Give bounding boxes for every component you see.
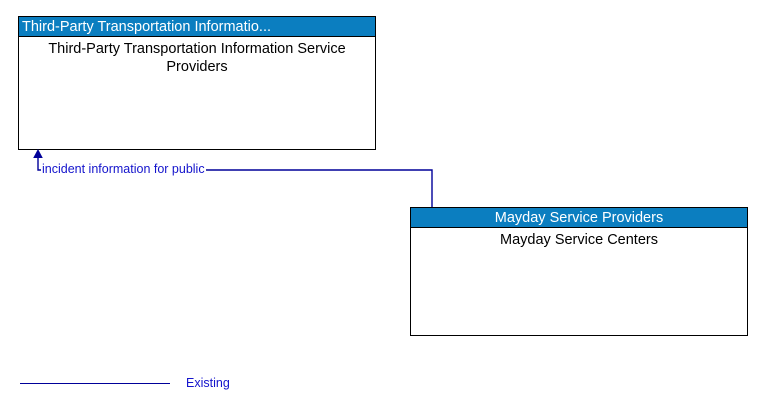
flow-arrowhead-icon	[33, 149, 43, 158]
entity-body-third-party: Third-Party Transportation Information S…	[48, 41, 346, 75]
entity-header-mayday: Mayday Service Providers	[411, 208, 747, 228]
legend-item-existing: Existing	[20, 372, 320, 396]
legend-line-existing-icon	[20, 383, 170, 384]
entity-box-mayday-service-centers[interactable]: Mayday Service Providers Mayday Service …	[410, 207, 748, 336]
entity-body-mayday: Mayday Service Centers	[500, 232, 658, 248]
entity-header-third-party: Third-Party Transportation Informatio...	[19, 17, 375, 37]
flow-label-incident-information-for-public: incident information for public	[41, 162, 206, 176]
entity-box-third-party-transportation-information-service-providers[interactable]: Third-Party Transportation Informatio...…	[18, 16, 376, 150]
legend: Existing	[20, 372, 320, 396]
legend-label-existing: Existing	[186, 376, 230, 390]
